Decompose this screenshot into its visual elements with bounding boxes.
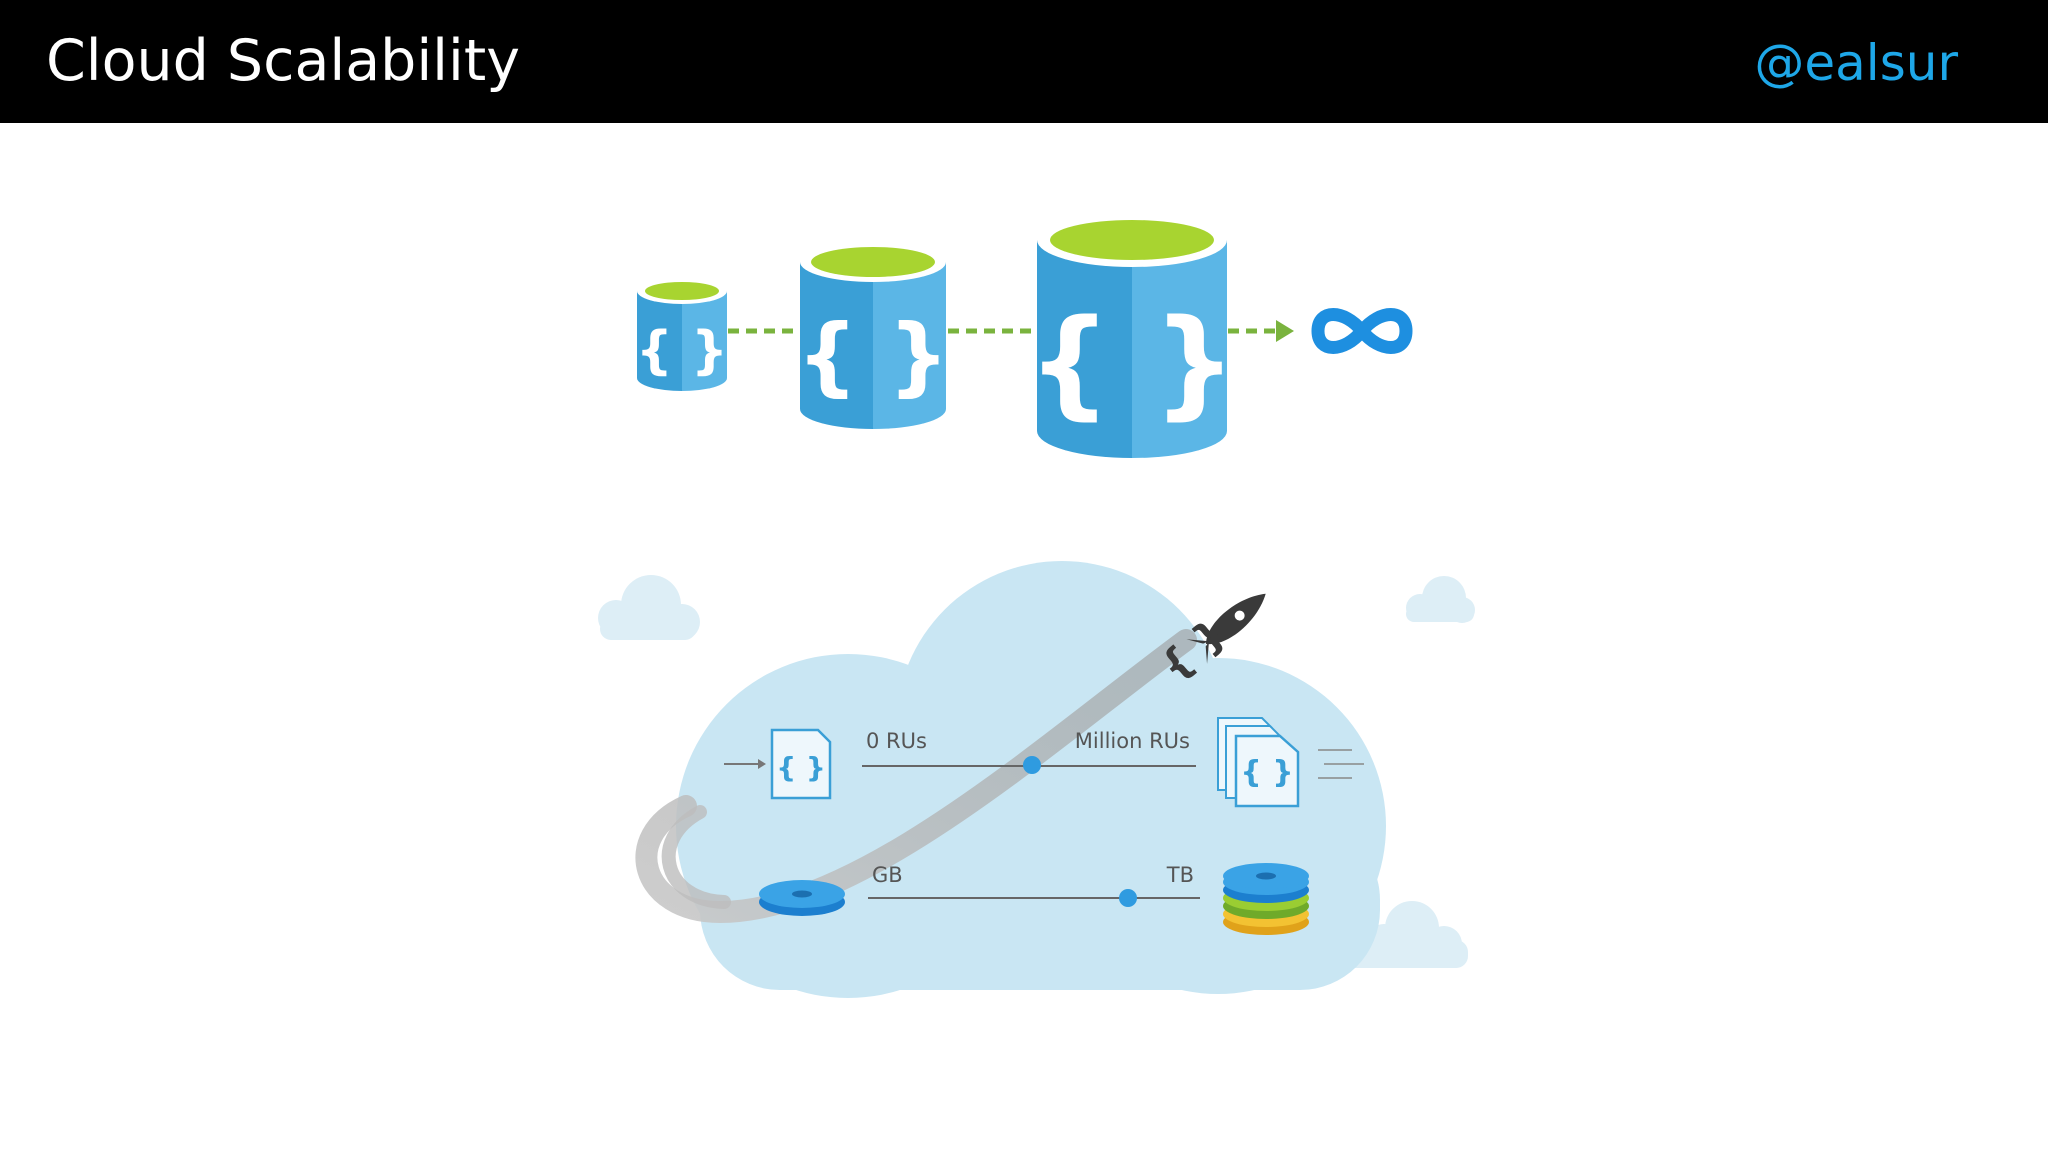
- svg-text:{ }: { }: [776, 751, 826, 784]
- svg-text:{ }: { }: [1240, 755, 1293, 790]
- svg-text:{ }: { }: [636, 321, 728, 381]
- document-icon: { }: [770, 728, 832, 800]
- slide-title: Cloud Scalability: [46, 28, 520, 94]
- throughput-min-label: 0 RUs: [866, 729, 927, 753]
- cloud-icon: [1340, 901, 1468, 968]
- svg-text:{ }: { }: [1027, 293, 1236, 431]
- scale-arrow: [728, 320, 1294, 342]
- storage-slider: GB TB: [759, 863, 1309, 935]
- title-bar: Cloud Scalability @ealsur: [0, 0, 2048, 123]
- database-icon: { }: [636, 278, 728, 391]
- database-icon: { }: [797, 242, 949, 429]
- throughput-max-label: Million RUs: [1075, 729, 1190, 753]
- cloud-icon: [1406, 576, 1475, 623]
- storage-min-label: GB: [872, 863, 903, 887]
- infinity-icon: [1311, 308, 1413, 354]
- author-handle: @ealsur: [1754, 34, 1958, 92]
- disk-icon: [759, 880, 845, 916]
- storage-max-label: TB: [1166, 863, 1194, 887]
- disk-stack-icon: [1223, 863, 1309, 935]
- throughput-slider: { } 0 RUs Million RUs { }: [724, 717, 1364, 808]
- cloud-icon: [598, 575, 700, 640]
- documents-icon: { }: [1217, 717, 1300, 808]
- database-icon: { }: [1027, 213, 1237, 458]
- svg-text:{ }: { }: [797, 306, 949, 406]
- rocket-icon: [1186, 593, 1266, 664]
